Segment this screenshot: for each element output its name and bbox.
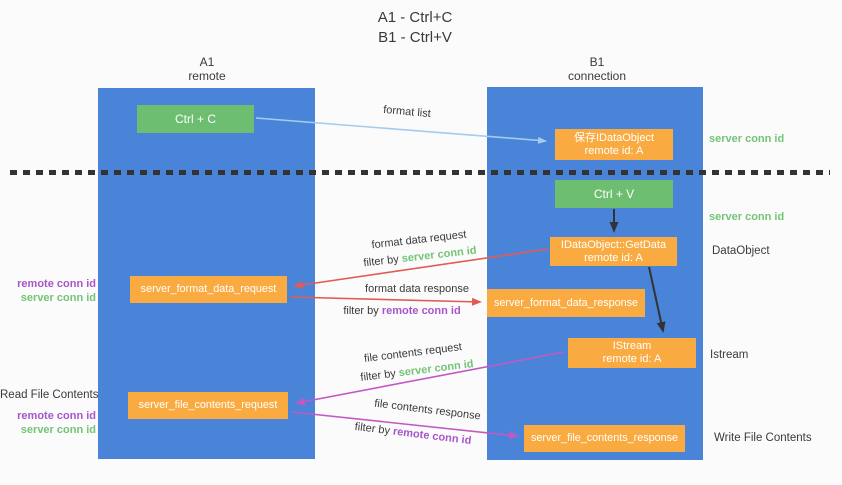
save-idataobject-node: 保存IDataObject remote id: A (555, 129, 673, 160)
format-data-response-label: format data response (365, 283, 469, 295)
format-data-response-arrow (289, 296, 482, 306)
left-column-header: A1 remote (137, 55, 277, 83)
format-list-label: format list (382, 103, 432, 121)
ctrl-c-node: Ctrl + C (137, 105, 254, 133)
title-line-2: B1 - Ctrl+V (378, 29, 452, 46)
server-format-data-response-label: server_format_data_response (493, 296, 639, 309)
server-conn-id-key: server conn id (398, 358, 475, 380)
ctrl-v-label: Ctrl + V (593, 186, 635, 201)
filter-by-text: filter by (359, 367, 400, 384)
server-file-contents-request-label: server_file_contents_request (138, 399, 278, 411)
server-file-contents-response-label: server_file_contents_response (530, 432, 679, 444)
istream-line1: IStream (612, 340, 652, 352)
filter-by-text: filter by (354, 420, 394, 438)
server-format-data-request-node: server_format_data_request (130, 276, 287, 303)
diagram-title: A1 - Ctrl+C B1 - Ctrl+V (0, 8, 830, 48)
istream-line2: remote id: A (602, 353, 662, 365)
format-data-response-filter-label: filter by remote conn id (340, 305, 464, 317)
filter-by-text: filter by (362, 253, 403, 270)
remote-conn-id-key: remote conn id (381, 305, 461, 317)
server-conn-id-annotation-left-top: server conn id (20, 292, 96, 304)
istream-node: IStream remote id: A (568, 338, 696, 368)
getdata-line2: remote id: A (584, 251, 643, 264)
save-idataobject-line2: remote id: A (584, 144, 644, 157)
filter-by-text: filter by (343, 305, 382, 317)
file-contents-response-label: file contents response (373, 397, 482, 423)
write-file-contents-annotation: Write File Contents (714, 432, 812, 444)
machine-boundary-dotted-line (10, 170, 830, 175)
remote-conn-id-key: remote conn id (392, 425, 472, 448)
left-column-name: A1 (199, 55, 215, 69)
istream-annotation: Istream (710, 349, 749, 361)
server-conn-id-annotation-mid: server conn id (709, 211, 785, 223)
title-line-1: A1 - Ctrl+C (377, 9, 453, 26)
right-column-name: B1 (589, 55, 605, 69)
save-idataobject-line1: 保存IDataObject (573, 131, 655, 144)
server-file-contents-request-node: server_file_contents_request (128, 392, 288, 419)
left-column-role: remote (188, 69, 226, 83)
server-format-data-response-node: server_format_data_response (487, 289, 645, 317)
server-conn-id-key: server conn id (401, 244, 478, 266)
read-file-contents-annotation: Read File Contents (0, 389, 99, 401)
remote-conn-id-annotation-bottom: remote conn id (17, 410, 96, 422)
right-column-role: connection (567, 69, 627, 83)
file-contents-response-filter-label: filter by remote conn id (350, 420, 477, 447)
getdata-line1: IDataObject::GetData (560, 238, 667, 251)
ctrl-c-label: Ctrl + C (174, 111, 216, 126)
server-file-contents-response-node: server_file_contents_response (524, 425, 685, 452)
remote-conn-id-annotation-top: remote conn id (17, 278, 96, 290)
dataobject-annotation: DataObject (712, 245, 770, 257)
server-conn-id-annotation-top: server conn id (709, 133, 785, 145)
right-column-header: B1 connection (527, 55, 667, 83)
server-conn-id-annotation-left-bottom: server conn id (20, 424, 96, 436)
idataobject-getdata-node: IDataObject::GetData remote id: A (550, 237, 677, 266)
server-format-data-request-label: server_format_data_request (140, 283, 277, 295)
ctrl-v-node: Ctrl + V (555, 180, 673, 208)
